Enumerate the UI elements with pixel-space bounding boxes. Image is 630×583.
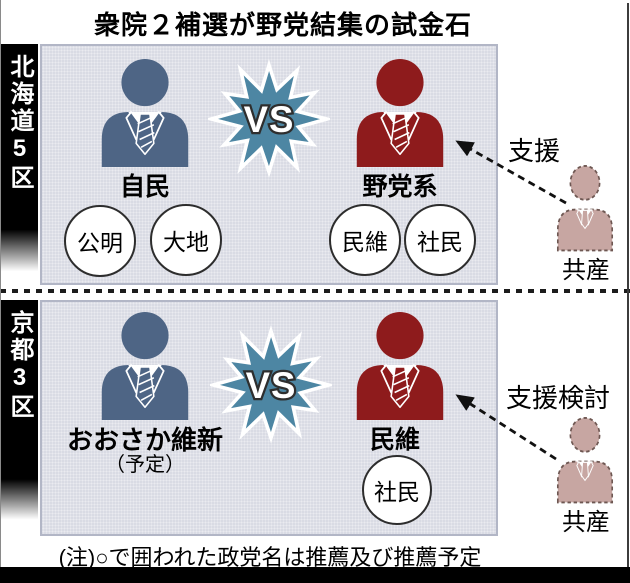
party-label-note: （予定）: [105, 454, 185, 476]
vs-label: VS: [244, 99, 295, 140]
district-label: 京都3区: [6, 310, 33, 421]
endorser-circle: 民維: [329, 204, 401, 276]
support-action-label: 支援検討: [506, 383, 611, 413]
supporter-person-icon: [551, 164, 619, 252]
support-action-label: 支援: [508, 136, 561, 166]
party-label: 民維: [369, 426, 420, 454]
endorser-circle: 公明: [64, 205, 136, 277]
vs-label: VS: [246, 365, 297, 406]
party-label: おおさか維新: [66, 425, 223, 455]
candidate-person-icon: [95, 310, 195, 420]
candidate-person-icon: [350, 310, 450, 420]
endorser-circle: 社民: [362, 455, 432, 525]
footnote: (注)○で囲われた政党名は推薦及び推薦予定: [58, 545, 482, 570]
district-label: 北海道5区: [6, 54, 33, 192]
endorser-circle: 大地: [150, 204, 222, 276]
frame-right-border: [627, 3, 629, 583]
district-strip-hokkaido5: 北海道5区: [1, 44, 38, 276]
party-label: 野党系: [362, 173, 438, 201]
frame-left-border: [0, 0, 1, 583]
vs-starburst-icon: VS: [210, 324, 332, 446]
frame-bottom-bar: [0, 567, 630, 583]
dashed-separator: [0, 289, 630, 293]
supporter-label: 共産: [562, 257, 610, 284]
supporter-label: 共産: [562, 509, 610, 536]
candidate-person-icon: [350, 57, 450, 167]
panel-kyoto3: おおさか維新 （予定） VS 民維 社民: [40, 300, 498, 536]
panel-hokkaido5: 自民 VS 野党系 公明 大地 民維 社民: [40, 44, 498, 285]
page-title: 衆院２補選が野党結集の試金石: [93, 10, 472, 40]
party-label: 自民: [119, 173, 170, 201]
vs-starburst-icon: VS: [208, 58, 330, 180]
candidate-person-icon: [95, 57, 195, 167]
supporter-person-icon: [551, 416, 619, 504]
district-strip-kyoto3: 京都3区: [1, 300, 38, 524]
endorser-circle: 社民: [404, 204, 476, 276]
